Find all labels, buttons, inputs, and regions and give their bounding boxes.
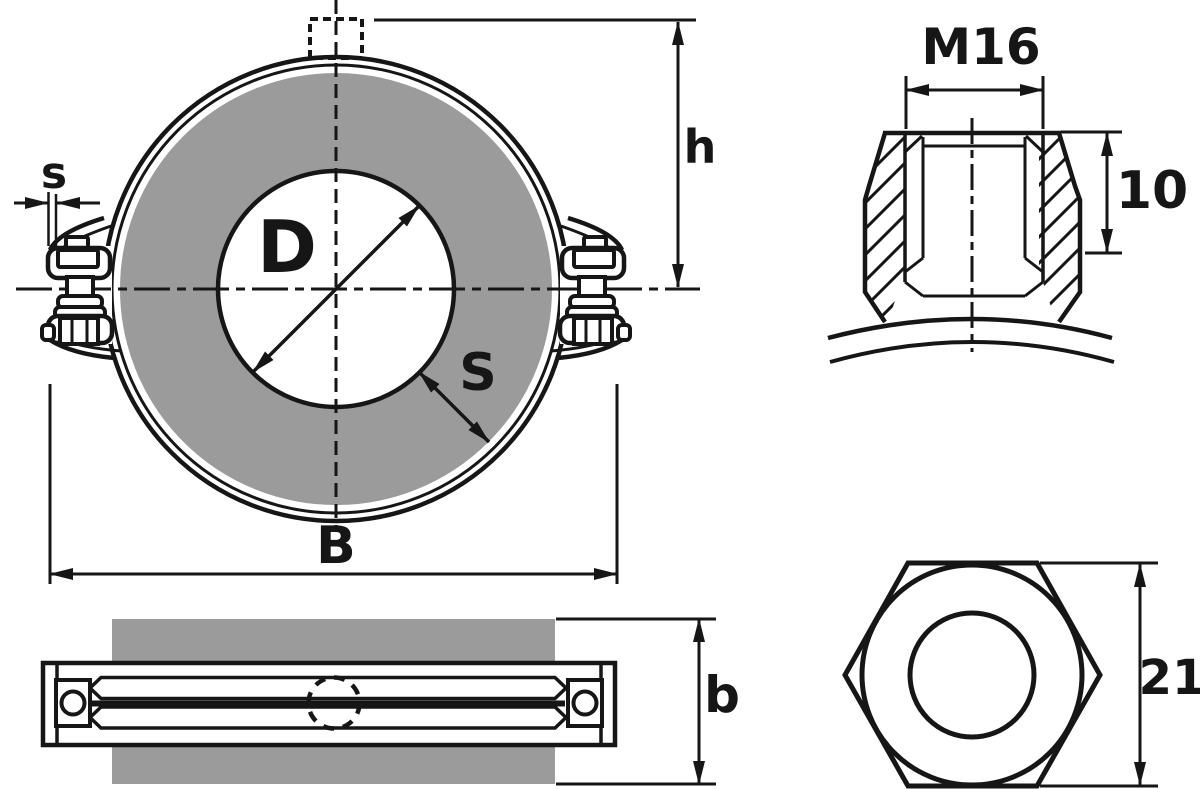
dim-thread-M16: M16	[904, 18, 1045, 129]
band-edge-lower	[87, 705, 569, 730]
bolt-head	[56, 248, 100, 269]
front-view: s D S h B	[14, 0, 716, 584]
width-label: B	[316, 516, 356, 576]
hex-outline	[842, 560, 1103, 789]
left-bolt-hole	[59, 689, 87, 717]
hex-nut	[58, 316, 100, 346]
boss-hole-hidden-circle	[306, 675, 362, 731]
threaded-boss-hidden-outline	[308, 17, 364, 60]
nut-size-label: 21	[1139, 650, 1200, 706]
side-view: b	[40, 617, 740, 786]
dim-width-b: b	[556, 617, 740, 786]
band-thickness-label: s	[41, 148, 67, 199]
band-edge-upper	[87, 675, 569, 701]
hex-nut-detail: 21	[842, 560, 1200, 789]
left-lug	[40, 235, 115, 346]
dim-nut-size-21: 21	[1040, 561, 1200, 788]
dim-band-thickness: s	[14, 148, 100, 248]
dim-boss-height-10: 10	[1061, 130, 1188, 255]
height-label: h	[684, 120, 717, 174]
bore-diameter-label: D	[257, 205, 317, 289]
dim-height-h: h	[374, 18, 717, 288]
dim-bore-diameter: D	[251, 204, 421, 374]
thread-label: M16	[921, 18, 1040, 76]
boss-height-label: 10	[1116, 161, 1188, 221]
insulation-thickness-label: S	[459, 343, 496, 403]
thread-hole-circle	[907, 610, 1037, 740]
right-bolt-hole	[571, 689, 599, 717]
hook-tab	[616, 323, 632, 342]
dim-insulation-thickness: S	[417, 343, 497, 444]
boss-outline	[862, 130, 1083, 324]
side-width-label: b	[704, 666, 740, 724]
hex-nut	[572, 316, 614, 346]
dim-width-B: B	[48, 384, 619, 584]
bolt-head	[572, 248, 616, 269]
right-lug	[557, 235, 632, 346]
hook-tab	[40, 323, 56, 342]
chamfer-circle	[859, 562, 1085, 788]
